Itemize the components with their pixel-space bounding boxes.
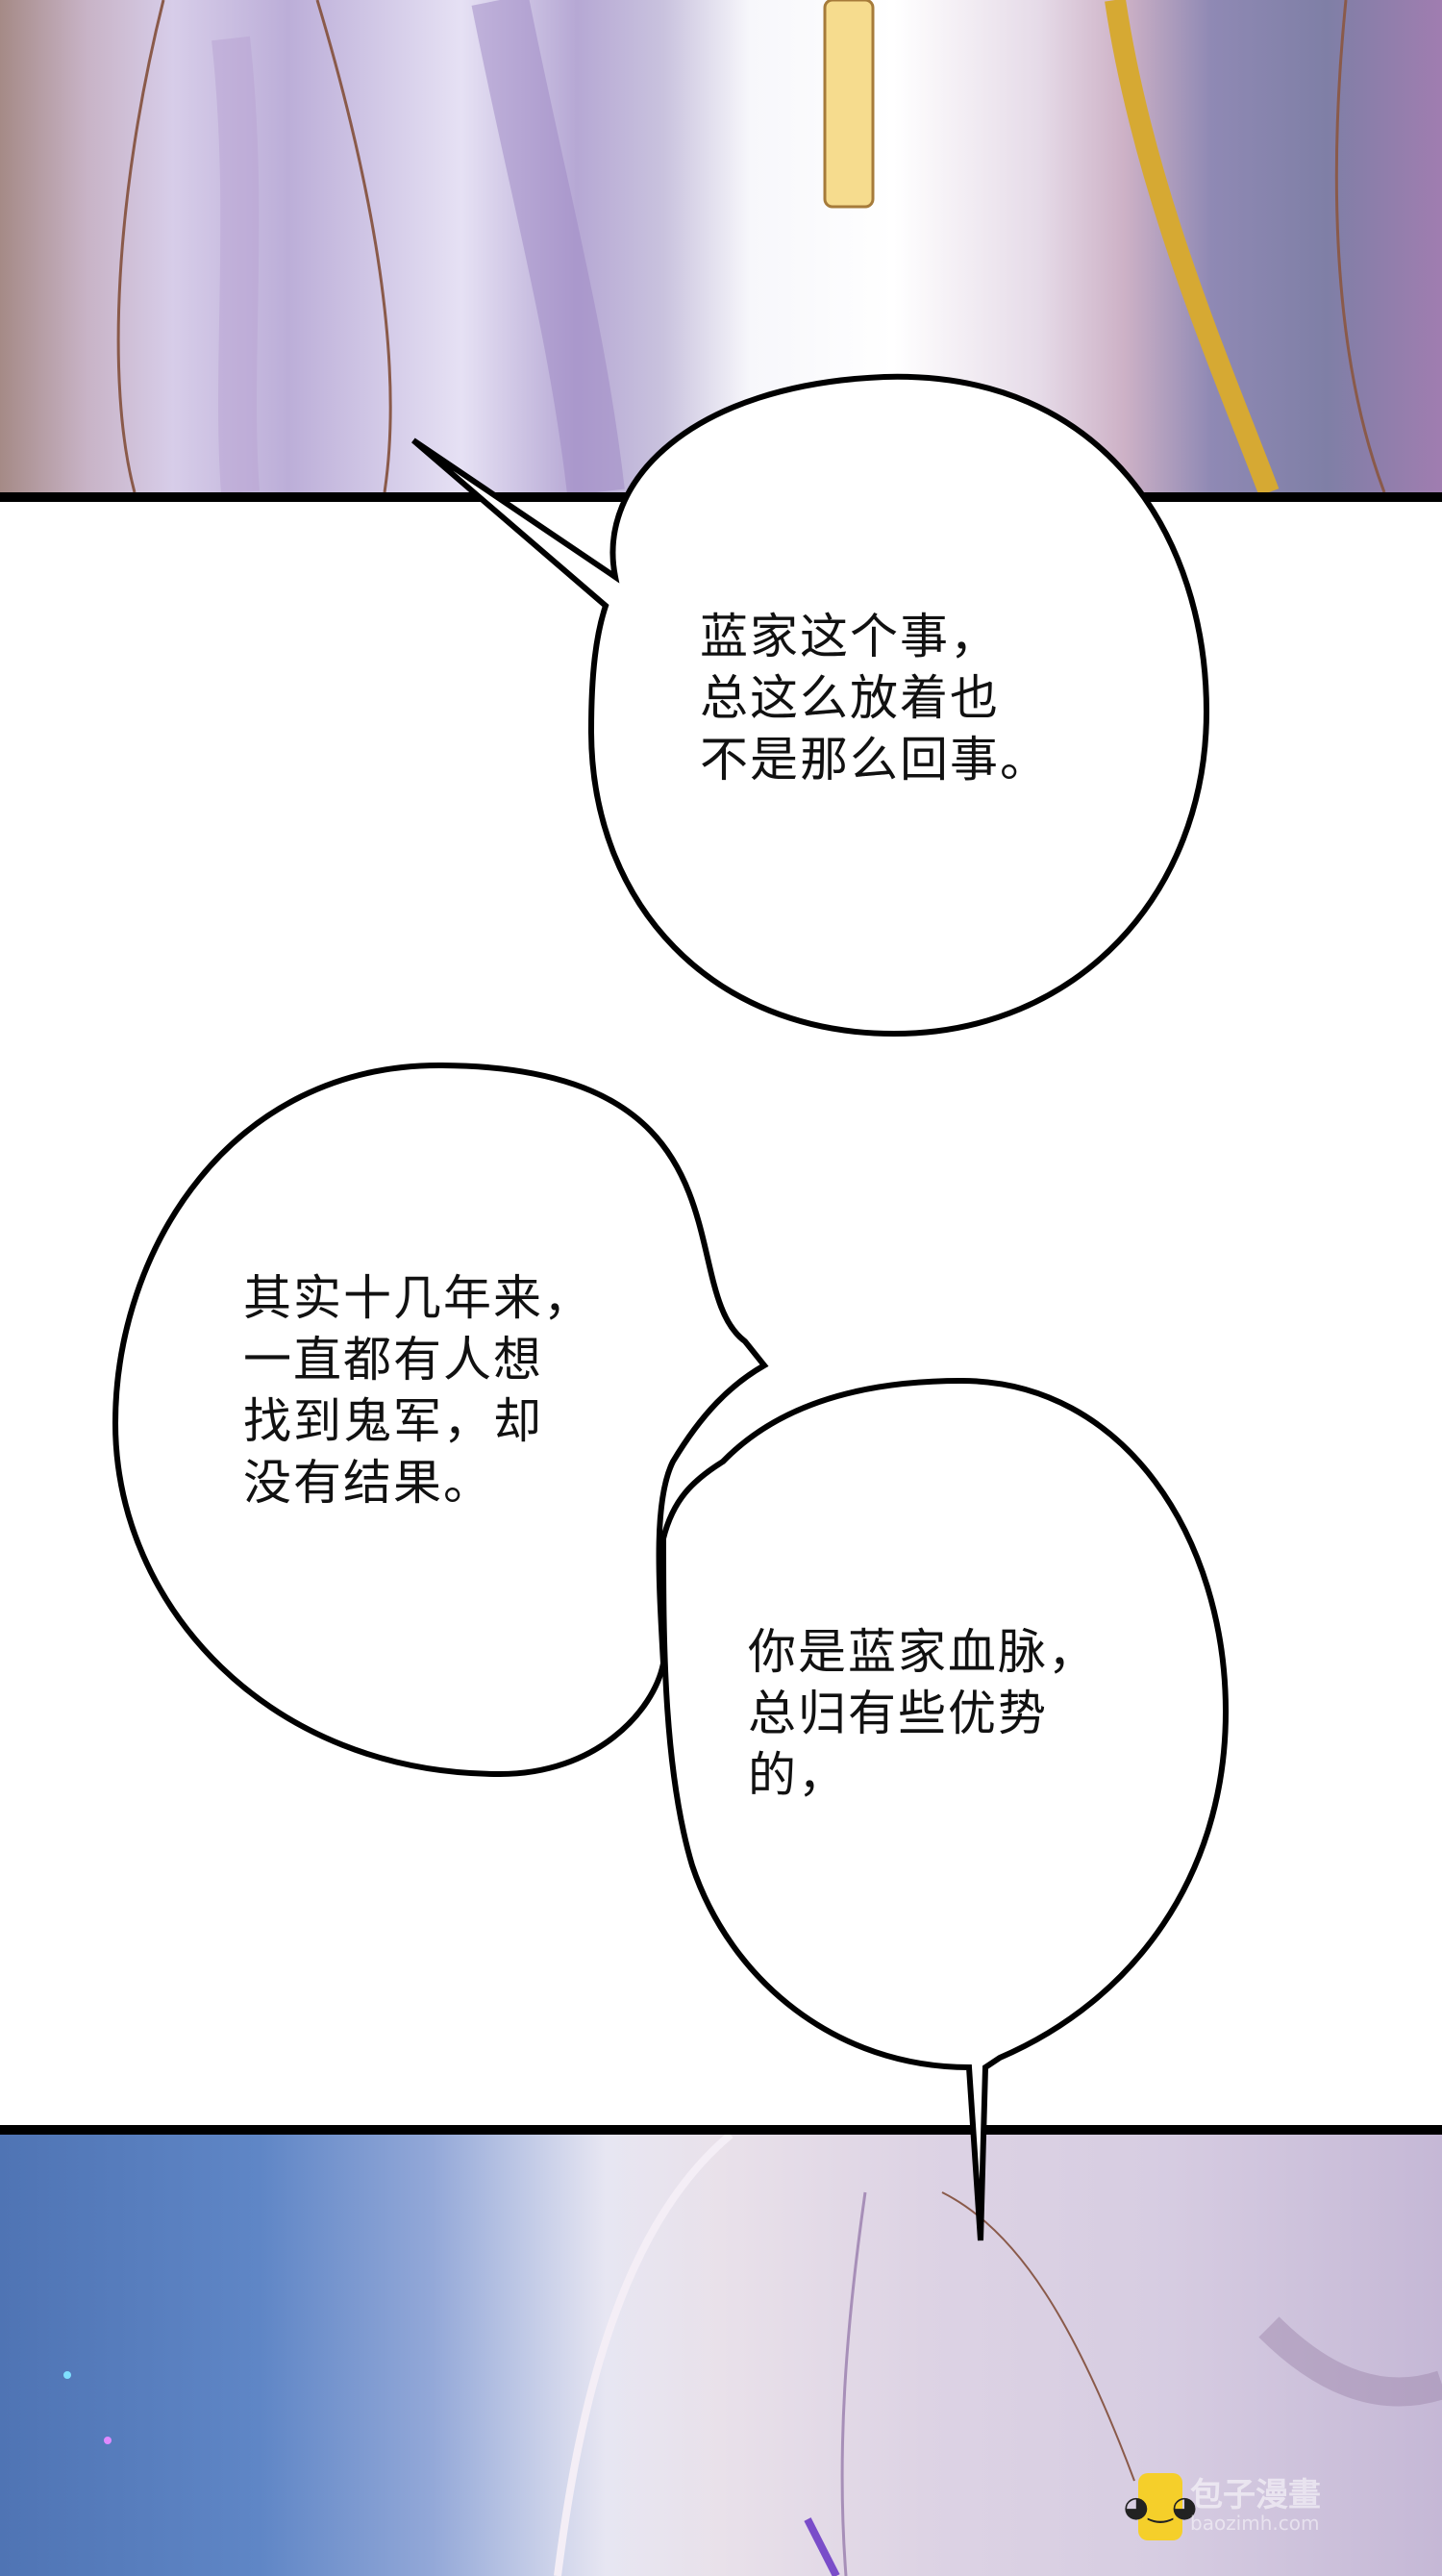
speech-bubble-2-text: 其实十几年来， 一直都有人想 找到鬼军，却 没有结果。 bbox=[243, 1270, 593, 1511]
baozi-icon: ◕‿◕ bbox=[1124, 2473, 1197, 2540]
watermark-text: 包子漫畫 bbox=[1190, 2476, 1321, 2514]
speech-bubble-3-text: 你是蓝家血脉， 总归有些优势 的， bbox=[748, 1624, 1098, 1803]
speech-bubble-1-text: 蓝家这个事， 总这么放着也 不是那么回事。 bbox=[700, 609, 1050, 788]
top-panel-artwork bbox=[0, 0, 1442, 502]
watermark-url: baozimh.com bbox=[1190, 2512, 1320, 2535]
hair-strands-art bbox=[116, 0, 1386, 492]
site-watermark: ◕‿◕ 包子漫畫 baozimh.com bbox=[1124, 2473, 1321, 2540]
